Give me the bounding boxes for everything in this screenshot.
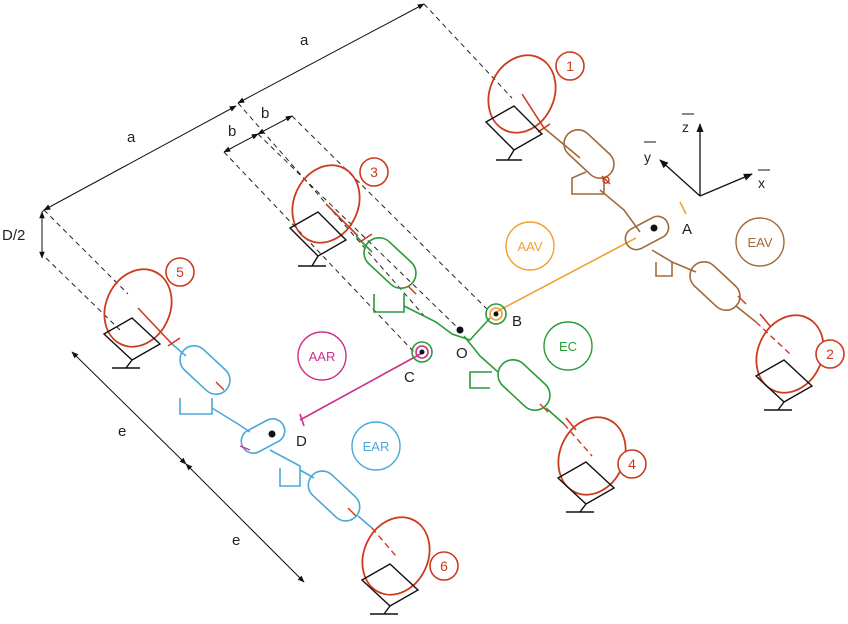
wheel-3 (288, 164, 373, 267)
badge-aav: AAV (517, 239, 542, 254)
label-a-left: a (127, 129, 136, 146)
axis-z-label: z (682, 119, 689, 135)
label-b-1: b (228, 123, 236, 140)
dim-b-1 (223, 133, 259, 153)
wheel-number-4: 4 (628, 456, 636, 472)
dim-a-top (237, 3, 425, 104)
label-point-o: O (456, 345, 468, 362)
label-b-2: b (261, 105, 269, 122)
badge-aar: AAR (309, 349, 336, 364)
label-point-a: A (682, 221, 692, 238)
badge-eav: EAV (747, 235, 772, 250)
joint-c (411, 341, 433, 363)
wheel-number-2: 2 (826, 346, 834, 362)
wheel-5 (102, 268, 181, 369)
wheel-1 (484, 54, 557, 161)
dim-a-left (43, 105, 237, 211)
eav-group (543, 127, 757, 323)
point-o-dot (456, 326, 464, 334)
axis-y-arrow (659, 159, 701, 197)
joint-b (485, 303, 507, 325)
label-e-1: e (118, 423, 126, 440)
ear-group (171, 343, 373, 529)
point-d-dot (268, 430, 276, 438)
coordinate-axes: z x y (644, 113, 770, 197)
aav-link (495, 237, 637, 313)
label-e-2: e (232, 532, 240, 549)
label-d-half: D/2 (2, 227, 25, 244)
aar-link (299, 351, 425, 421)
dim-e-2 (185, 463, 305, 583)
axis-x-arrow (699, 173, 753, 197)
dim-b-2 (257, 115, 293, 135)
wheel-number-1: 1 (566, 58, 574, 74)
badge-ear: EAR (363, 439, 390, 454)
badge-ec: EC (559, 339, 577, 354)
group-badges: AAV EAV EC AAR EAR (297, 217, 785, 471)
dim-e-1 (71, 351, 187, 465)
wheel-number-3: 3 (370, 164, 378, 180)
axis-x-label: x (758, 175, 765, 191)
wheel-number-6: 6 (440, 558, 448, 574)
wheel-2 (754, 313, 825, 411)
wheel-6 (360, 516, 431, 615)
wheel-number-5: 5 (176, 264, 184, 280)
label-point-d: D (296, 433, 307, 450)
axis-y-label: y (644, 149, 651, 165)
label-point-b: B (512, 313, 522, 330)
wheel-badges: 1 2 3 4 5 6 (165, 51, 845, 581)
ec-group (355, 235, 565, 425)
dimension-lines (39, 3, 513, 583)
label-a-top: a (300, 32, 309, 49)
point-a-dot (650, 224, 658, 232)
label-point-c: C (404, 369, 415, 386)
